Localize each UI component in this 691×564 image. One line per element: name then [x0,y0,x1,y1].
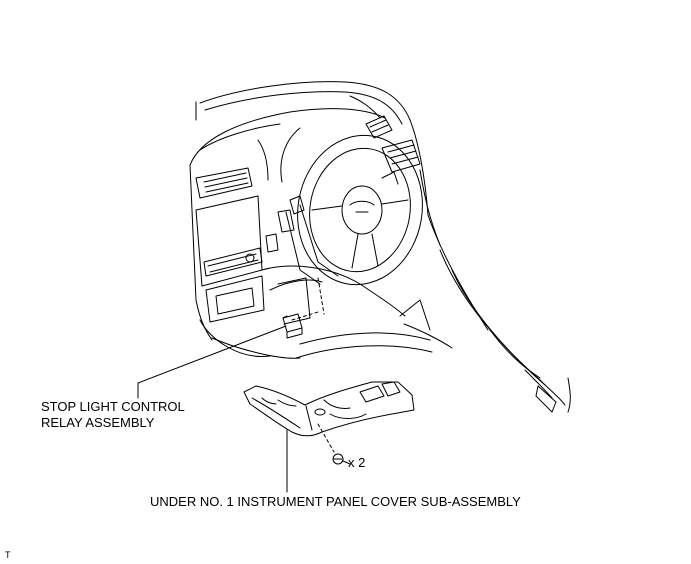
dashboard-top [189,108,386,183]
screw-quantity-label: x 2 [348,455,366,470]
floor-and-sill [295,249,571,413]
dashboard-right-edge [409,119,489,331]
right-vent-lower [381,139,421,173]
figure-code: T [5,550,11,560]
relay-leader-line [137,325,287,399]
screw [317,423,351,465]
relay-label-line1: STOP LIGHT CONTROL [41,399,185,414]
center-stack [195,195,279,323]
lower-dash-panel [261,265,406,325]
relay-label-line2: RELAY ASSEMBLY [41,415,155,430]
center-vent [195,167,253,199]
console-left-edge [189,164,301,359]
stop-light-relay [282,313,303,339]
dashboard-upper-edge [195,81,411,125]
under-panel-cover [243,381,415,437]
right-vent-upper [365,115,393,139]
cover-label: UNDER NO. 1 INSTRUMENT PANEL COVER SUB-A… [150,494,521,509]
steering-wheel [297,134,423,286]
